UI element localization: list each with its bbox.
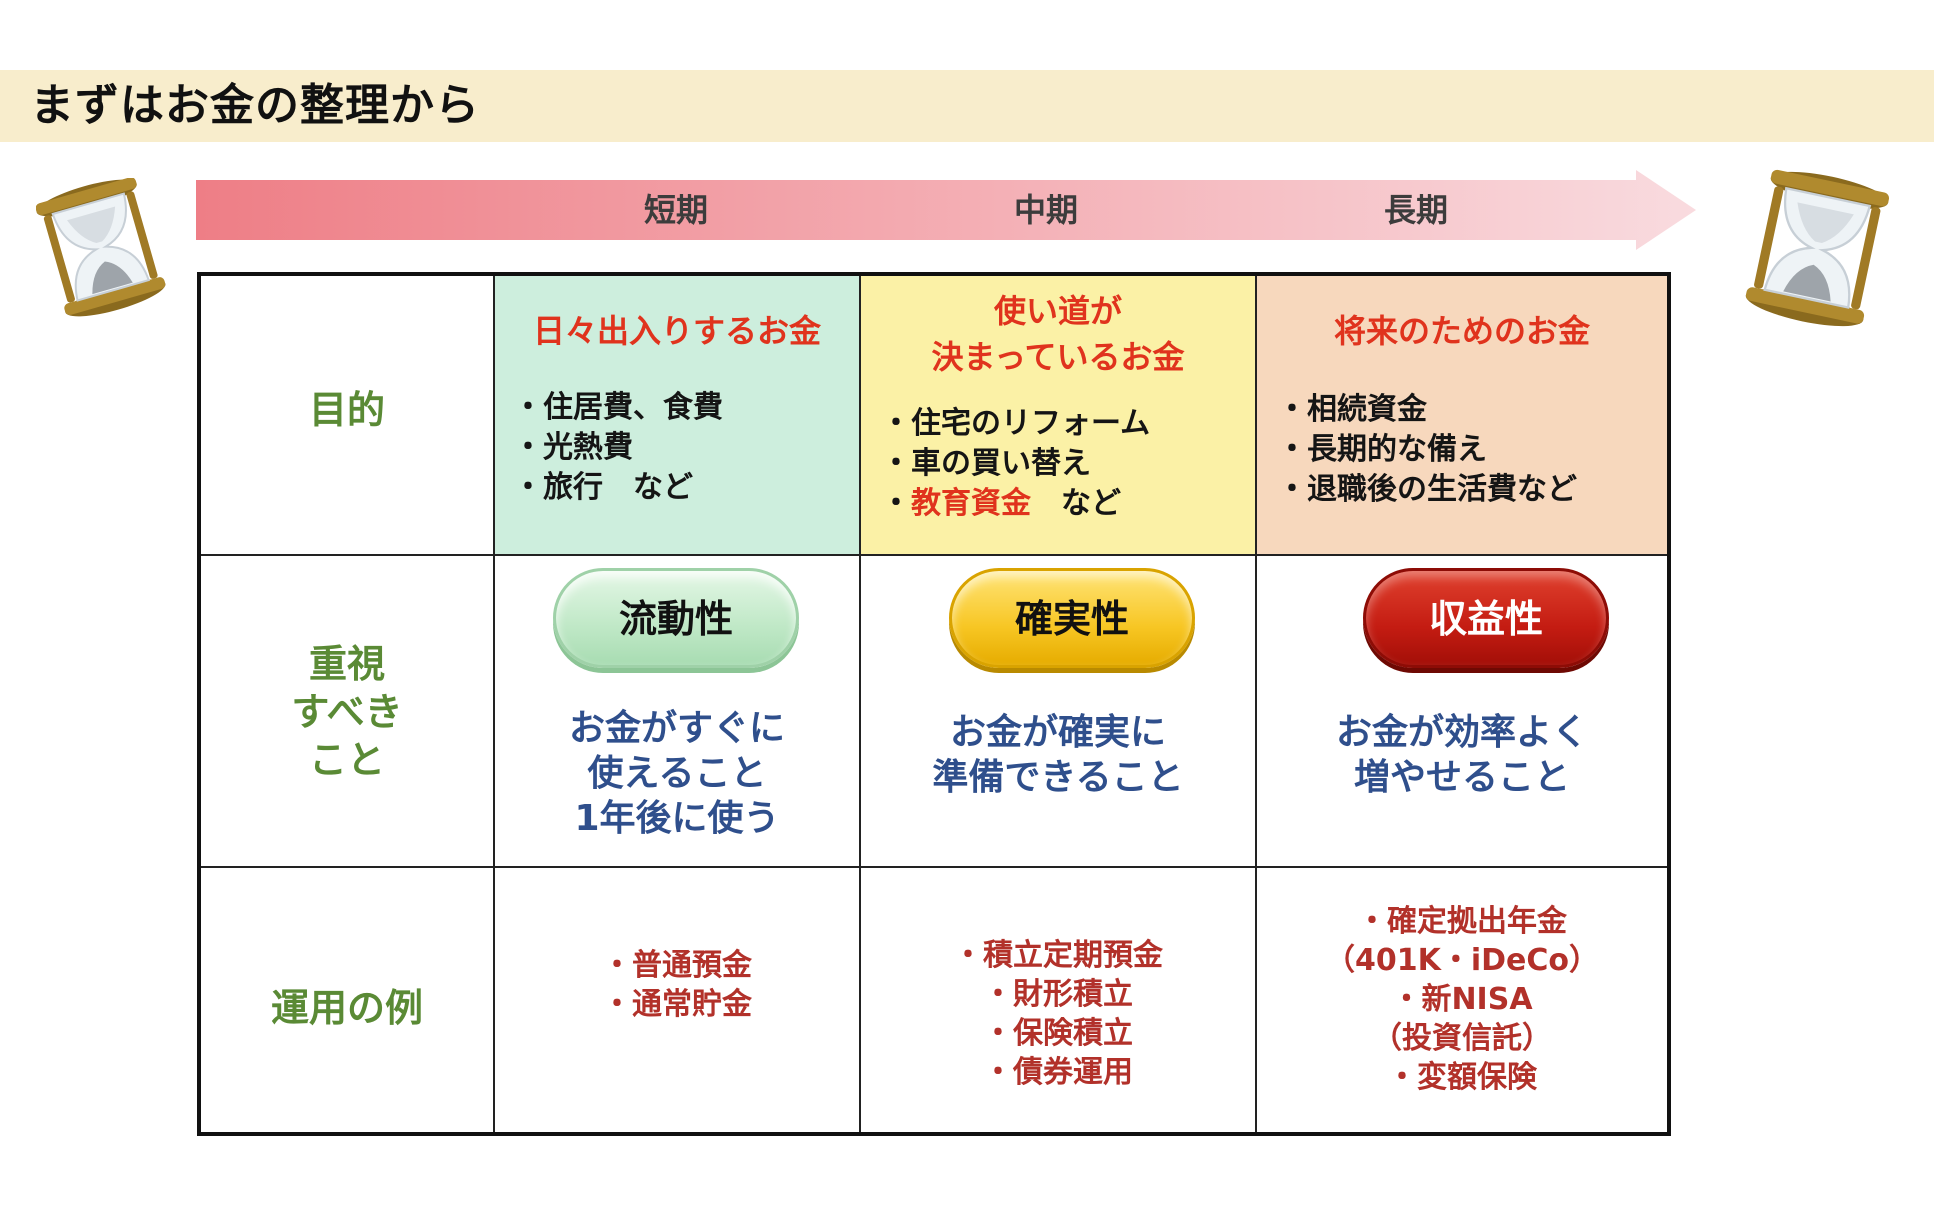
list-item: 住宅のリフォーム <box>881 404 1150 444</box>
list-item: 教育資金 など <box>881 484 1150 524</box>
priority-desc-line: 増やせること <box>1353 757 1570 798</box>
purpose-cell-mid: 使い道が 決まっているお金 住宅のリフォーム 車の買い替え 教育資金 など <box>861 276 1257 556</box>
example-line: ・債券運用 <box>983 1055 1133 1090</box>
list-item: 光熱費 <box>513 428 723 468</box>
example-line: ・確定拠出年金 <box>1357 904 1567 939</box>
purpose-cell-short: 日々出入りするお金 住居費、食費 光熱費 旅行 など <box>495 276 861 556</box>
example-line: ・保険積立 <box>983 1016 1133 1051</box>
example-line: ・積立定期預金 <box>953 938 1163 973</box>
list-item: 相続資金 <box>1277 390 1577 430</box>
purpose-list-short: 住居費、食費 光熱費 旅行 など <box>513 388 723 508</box>
list-item-suffix: など <box>1031 486 1121 521</box>
priority-desc-line: お金が効率よく <box>1335 712 1588 753</box>
list-item: 旅行 など <box>513 468 723 508</box>
row-label-purpose-cell: 目的 <box>201 276 495 556</box>
priority-cell-long: 収益性 お金が効率よく 増やせること <box>1257 556 1667 868</box>
period-mid: 中期 <box>1013 191 1078 229</box>
timeline-arrow: 短期 中期 長期 <box>196 170 1696 250</box>
purpose-title-short: 日々出入りするお金 <box>532 312 821 350</box>
priority-desc-line: 使えること <box>587 753 767 794</box>
purpose-title-mid-line: 使い道が <box>993 292 1122 330</box>
period-short: 短期 <box>643 191 708 229</box>
example-line: ・新NISA <box>1391 982 1533 1017</box>
example-line: ・変額保険 <box>1387 1060 1537 1095</box>
examples-cell-long: ・確定拠出年金 （401K・iDeCo） ・新NISA （投資信託） ・変額保険 <box>1257 868 1667 1132</box>
hourglass-icon <box>35 177 166 322</box>
example-line: ・財形積立 <box>983 977 1133 1012</box>
list-item: 長期的な備え <box>1277 430 1577 470</box>
highlight-education-fund: 教育資金 <box>911 486 1031 521</box>
example-line: （投資信託） <box>1372 1021 1552 1056</box>
row-label-priority-line: すべき <box>291 690 403 734</box>
purpose-title-mid: 使い道が 決まっているお金 <box>861 288 1255 380</box>
purpose-list-mid: 住宅のリフォーム 車の買い替え 教育資金 など <box>881 404 1150 524</box>
example-line: ・普通預金 <box>602 948 752 983</box>
examples-cell-mid: ・積立定期預金 ・財形積立 ・保険積立 ・債券運用 <box>861 868 1257 1132</box>
list-item: 車の買い替え <box>881 444 1150 484</box>
liquidity-badge: 流動性 <box>553 568 799 668</box>
row-label-examples-cell: 運用の例 <box>201 868 495 1132</box>
list-item: 退職後の生活費など <box>1277 470 1577 510</box>
list-item: 住居費、食費 <box>513 388 723 428</box>
examples-long: ・確定拠出年金 （401K・iDeCo） ・新NISA （投資信託） ・変額保険 <box>1257 902 1667 1097</box>
row-label-priority-line: こと <box>308 738 385 782</box>
certainty-badge: 確実性 <box>949 568 1195 668</box>
priority-desc-line: 1年後に使う <box>574 798 780 839</box>
priority-desc-line: 準備できること <box>932 757 1184 798</box>
page-title: まずはお金の整理から <box>30 80 480 131</box>
example-line: ・通常貯金 <box>602 987 752 1022</box>
purpose-title-mid-line: 決まっているお金 <box>931 338 1185 376</box>
row-label-priority: 重視 すべき こと <box>201 640 493 784</box>
purpose-title-long: 将来のためのお金 <box>1333 312 1590 350</box>
examples-cell-short: ・普通預金 ・通常貯金 <box>495 868 861 1132</box>
title-band: まずはお金の整理から <box>0 70 1934 142</box>
row-label-purpose: 目的 <box>308 388 385 432</box>
profitability-badge: 収益性 <box>1363 568 1609 668</box>
hourglass-icon <box>1742 168 1892 334</box>
purpose-cell-long: 将来のためのお金 相続資金 長期的な備え 退職後の生活費など <box>1257 276 1667 556</box>
priority-desc-line: お金が確実に <box>949 712 1166 753</box>
example-line: （401K・iDeCo） <box>1324 943 1600 978</box>
priority-desc-long: お金が効率よく 増やせること <box>1257 710 1667 800</box>
examples-mid: ・積立定期預金 ・財形積立 ・保険積立 ・債券運用 <box>861 936 1255 1092</box>
examples-short: ・普通預金 ・通常貯金 <box>495 946 859 1024</box>
money-table: 目的 日々出入りするお金 住居費、食費 光熱費 旅行 など 使い道が 決まってい… <box>197 272 1671 1136</box>
priority-desc-mid: お金が確実に 準備できること <box>861 710 1255 800</box>
row-label-priority-cell: 重視 すべき こと <box>201 556 495 868</box>
priority-desc-line: お金がすぐに <box>568 708 785 749</box>
row-label-examples: 運用の例 <box>270 986 423 1030</box>
purpose-list-long: 相続資金 長期的な備え 退職後の生活費など <box>1277 390 1577 510</box>
priority-desc-short: お金がすぐに 使えること 1年後に使う <box>495 706 859 841</box>
priority-cell-mid: 確実性 お金が確実に 準備できること <box>861 556 1257 868</box>
priority-cell-short: 流動性 お金がすぐに 使えること 1年後に使う <box>495 556 861 868</box>
period-long: 長期 <box>1383 191 1448 229</box>
row-label-priority-line: 重視 <box>308 642 385 686</box>
